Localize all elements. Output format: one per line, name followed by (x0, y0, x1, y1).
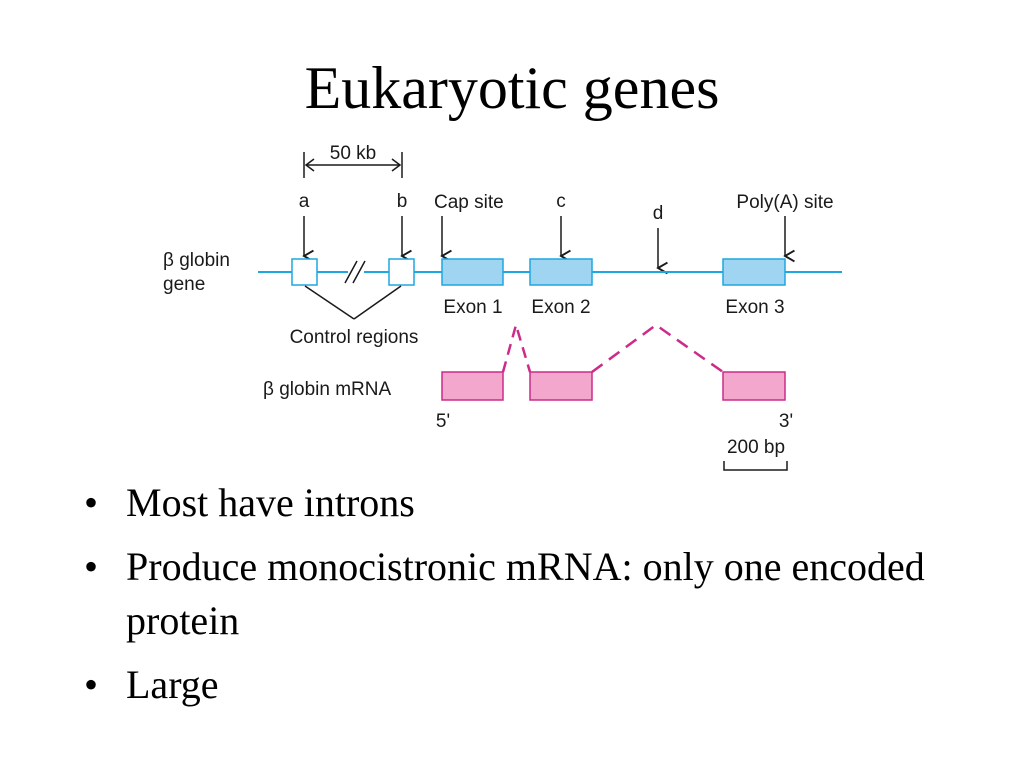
control-region-box-a (291, 258, 318, 286)
scale-bar-50kb: 50 kb (303, 143, 403, 178)
break-mark (352, 260, 366, 284)
exon-3-label: Exon 3 (725, 297, 784, 318)
marker-c-label: c (556, 191, 566, 212)
five-prime-label: 5' (436, 411, 450, 432)
gene-label-line1: β globin (163, 250, 230, 271)
marker-a-label: a (299, 191, 310, 212)
mrna-exon-3 (722, 371, 786, 401)
bullet-list: • Most have introns • Produce monocistro… (84, 476, 964, 722)
bullet-text: Most have introns (126, 480, 415, 525)
mrna-exon-1 (441, 371, 504, 401)
polya-site-label: Poly(A) site (736, 192, 833, 213)
bullet-marker: • (84, 544, 99, 589)
bullet-item: • Produce monocistronic mRNA: only one e… (84, 540, 964, 648)
bullet-text: Produce monocistronic mRNA: only one enc… (126, 544, 925, 643)
mrna-label: β globin mRNA (263, 379, 391, 400)
scale-bar-200bp (723, 461, 788, 471)
slide-title: Eukaryotic genes (304, 55, 720, 121)
exon-1-label: Exon 1 (443, 297, 502, 318)
exon-3-box (722, 258, 786, 286)
exon-2-box (529, 258, 593, 286)
scale-50kb-label: 50 kb (330, 143, 376, 164)
marker-b-label: b (397, 191, 408, 212)
intron-1-splice (501, 320, 532, 373)
control-region-box-b (388, 258, 415, 286)
mrna-splice-lines (501, 320, 724, 374)
exon-2-label: Exon 2 (531, 297, 590, 318)
marker-d-label: d (653, 203, 664, 224)
control-regions-bracket (304, 285, 402, 320)
cap-site-label: Cap site (434, 192, 504, 213)
bullet-marker: • (84, 480, 99, 525)
control-regions-label: Control regions (290, 327, 419, 348)
gene-label-line2: gene (163, 274, 205, 295)
bullet-marker: • (84, 662, 99, 707)
bullet-item: • Most have introns (84, 476, 964, 530)
break-mark (344, 260, 358, 284)
mrna-exon-2 (529, 371, 593, 401)
exon-1-box (441, 258, 504, 286)
bullet-item: • Large (84, 658, 964, 712)
marker-arrows (304, 216, 785, 268)
bullet-text: Large (126, 662, 219, 707)
three-prime-label: 3' (779, 411, 793, 432)
intron-2-splice (591, 323, 724, 374)
scale-200bp-label: 200 bp (727, 437, 785, 458)
